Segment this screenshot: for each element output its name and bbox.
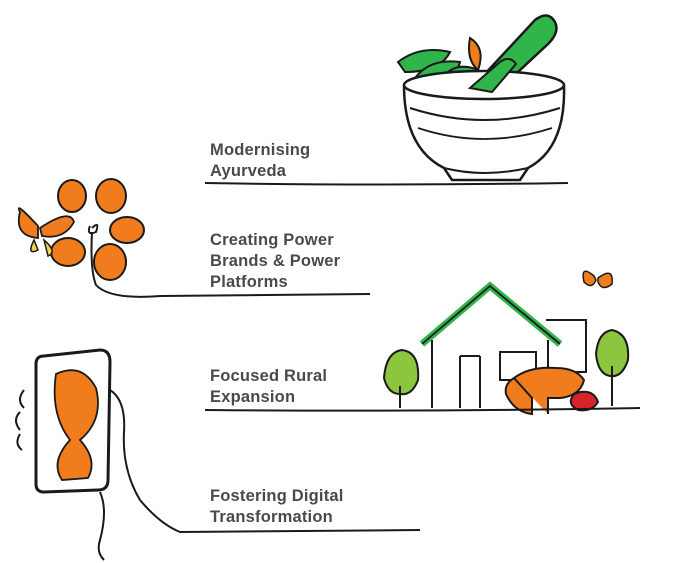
- pillar-power-brands: Creating Power Brands & Power Platforms: [210, 230, 340, 293]
- pillar-digital-transformation: Fostering Digital Transformation: [210, 486, 344, 528]
- pillar-line: Ayurveda: [210, 162, 287, 180]
- pillar-line: Focused Rural: [210, 367, 328, 385]
- pillar-line: Expansion: [210, 388, 296, 406]
- pillar-line: Platforms: [210, 273, 288, 291]
- phone-hand-icon: [15, 348, 421, 561]
- underline-3: [204, 407, 641, 412]
- pillar-line: Creating Power: [210, 231, 334, 249]
- pillar-line: Transformation: [210, 508, 333, 526]
- pillar-line: Modernising: [210, 141, 311, 159]
- house-cow-icon: [382, 270, 630, 416]
- pillar-rural-expansion: Focused Rural Expansion: [210, 366, 327, 408]
- pillar-line: Fostering Digital: [210, 487, 344, 505]
- underline-1: [204, 182, 569, 186]
- mortar-pestle-icon: [396, 14, 566, 182]
- pillar-line: Brands & Power: [210, 252, 341, 270]
- flower-butterfly-icon: [17, 178, 371, 298]
- pillar-modernising-ayurveda: Modernising Ayurveda: [210, 140, 310, 182]
